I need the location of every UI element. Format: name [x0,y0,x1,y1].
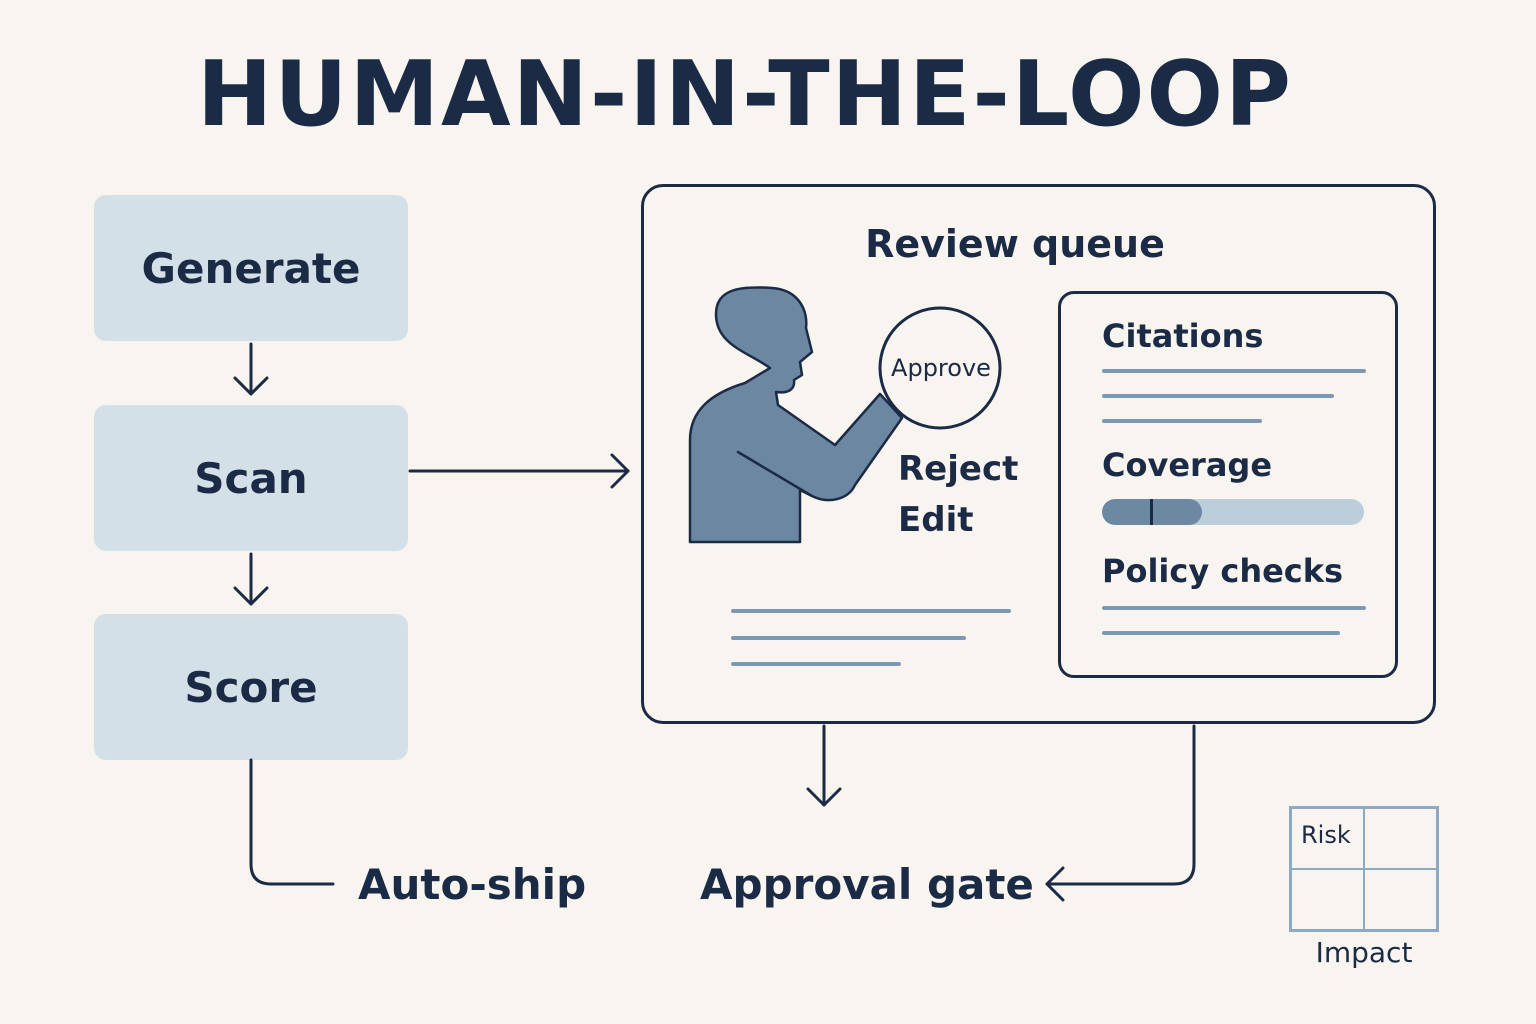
citation-line [1102,369,1366,373]
step-generate: Generate [94,195,408,341]
matrix-cell [1291,869,1364,930]
checks-panel [1058,291,1398,678]
reviewer-figure-icon [688,286,904,544]
approve-lens [878,306,1002,430]
matrix-cell [1364,808,1437,869]
citations-label: Citations [1102,317,1264,355]
impact-label: Impact [1315,936,1413,969]
citation-line [1102,419,1262,423]
policy-line [1102,631,1340,635]
approval-gate-label: Approval gate [700,860,1034,909]
connector-score-autoship [249,758,335,886]
review-queue-title: Review queue [865,222,1165,266]
policy-checks-label: Policy checks [1102,552,1344,590]
risk-impact-matrix: Risk [1289,806,1439,932]
matrix-cell: Risk [1291,808,1364,869]
step-score: Score [94,614,408,760]
citation-line [1102,394,1334,398]
coverage-label: Coverage [1102,446,1273,484]
coverage-bar [1102,499,1364,525]
content-line [731,609,1011,613]
arrowhead-scan-queue [610,453,630,489]
diagram-title: HUMAN-IN-THE-LOOP [197,42,1293,147]
edit-action: Edit [898,500,974,540]
coverage-marker [1150,499,1153,525]
reject-action: Reject [898,449,1019,489]
content-line [731,636,966,640]
policy-line [1102,606,1366,610]
arrowhead-queue-down [806,787,842,807]
step-scan: Scan [94,405,408,551]
arrowhead-scan-score [233,586,269,606]
connector-queue-gate [1045,724,1196,886]
approve-label: Approve [891,354,991,382]
auto-ship-label: Auto-ship [358,860,587,909]
arrowhead-queue-gate [1045,866,1065,902]
matrix-cell [1364,869,1437,930]
risk-label: Risk [1301,821,1351,849]
content-line [731,662,901,666]
review-queue-box [641,184,1436,724]
arrowhead-generate-scan [233,376,269,396]
